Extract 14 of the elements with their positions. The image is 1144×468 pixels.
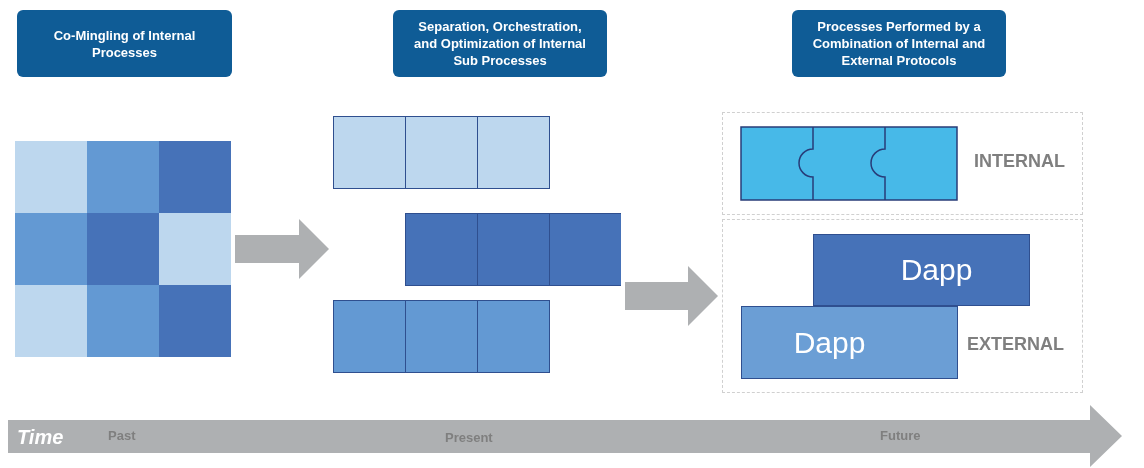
zone-label: EXTERNAL: [967, 334, 1064, 355]
block-label: Dapp: [900, 253, 973, 287]
arrow: [235, 219, 329, 279]
dashed-panel: [722, 219, 1083, 393]
arrow: [625, 266, 718, 326]
dashed-panel: [722, 112, 1083, 215]
puzzle-block: [741, 306, 958, 379]
timeline-title: Time: [17, 426, 64, 449]
block-label: Dapp: [793, 325, 866, 360]
stage-header: Co-Mingling of Internal Processes: [17, 10, 232, 77]
stage-header: Processes Performed by a Combination of Internal and External Protocols: [792, 10, 1006, 77]
stage-header: Separation, Orchestration, and Optimization of Internal Sub Processes: [393, 10, 607, 77]
puzzle-block: [813, 234, 1030, 306]
zone-label: INTERNAL: [974, 151, 1065, 172]
